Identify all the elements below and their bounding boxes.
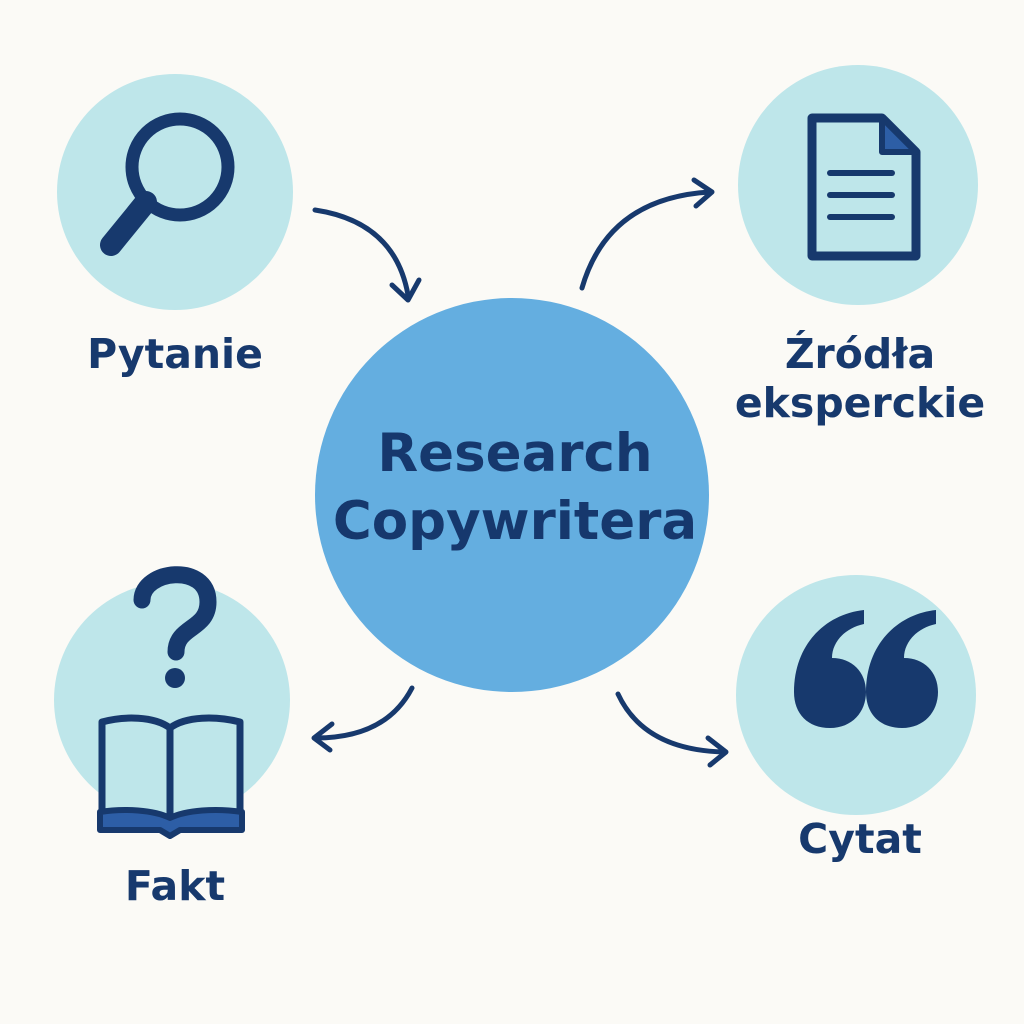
fakt-label: Fakt: [124, 862, 226, 910]
pytanie-label: Pytanie: [87, 330, 263, 378]
center-title: Research Copywritera: [310, 420, 720, 556]
edge-center-to-zrodla: [579, 177, 715, 291]
center-title-line2: Copywritera: [332, 491, 698, 552]
quote-icon: [794, 610, 938, 728]
edge-center-to-fakt: [311, 685, 415, 753]
center-title-line1: Research: [377, 423, 653, 484]
cytat-label: Cytat: [798, 815, 922, 863]
document-icon: [807, 113, 921, 261]
edge-center-to-cytat: [615, 691, 729, 768]
zrodla-label: Źródła eksperckie: [730, 330, 990, 428]
zrodla-label-line1: Źródła: [784, 330, 936, 378]
zrodla-label-line2: eksperckie: [734, 379, 986, 428]
open-book-question-icon: [97, 566, 245, 839]
center-node-circle: [315, 298, 709, 692]
magnifier-icon: [100, 112, 235, 256]
edge-pytanie-to-center: [312, 207, 422, 303]
pytanie-node-circle: [57, 74, 293, 310]
